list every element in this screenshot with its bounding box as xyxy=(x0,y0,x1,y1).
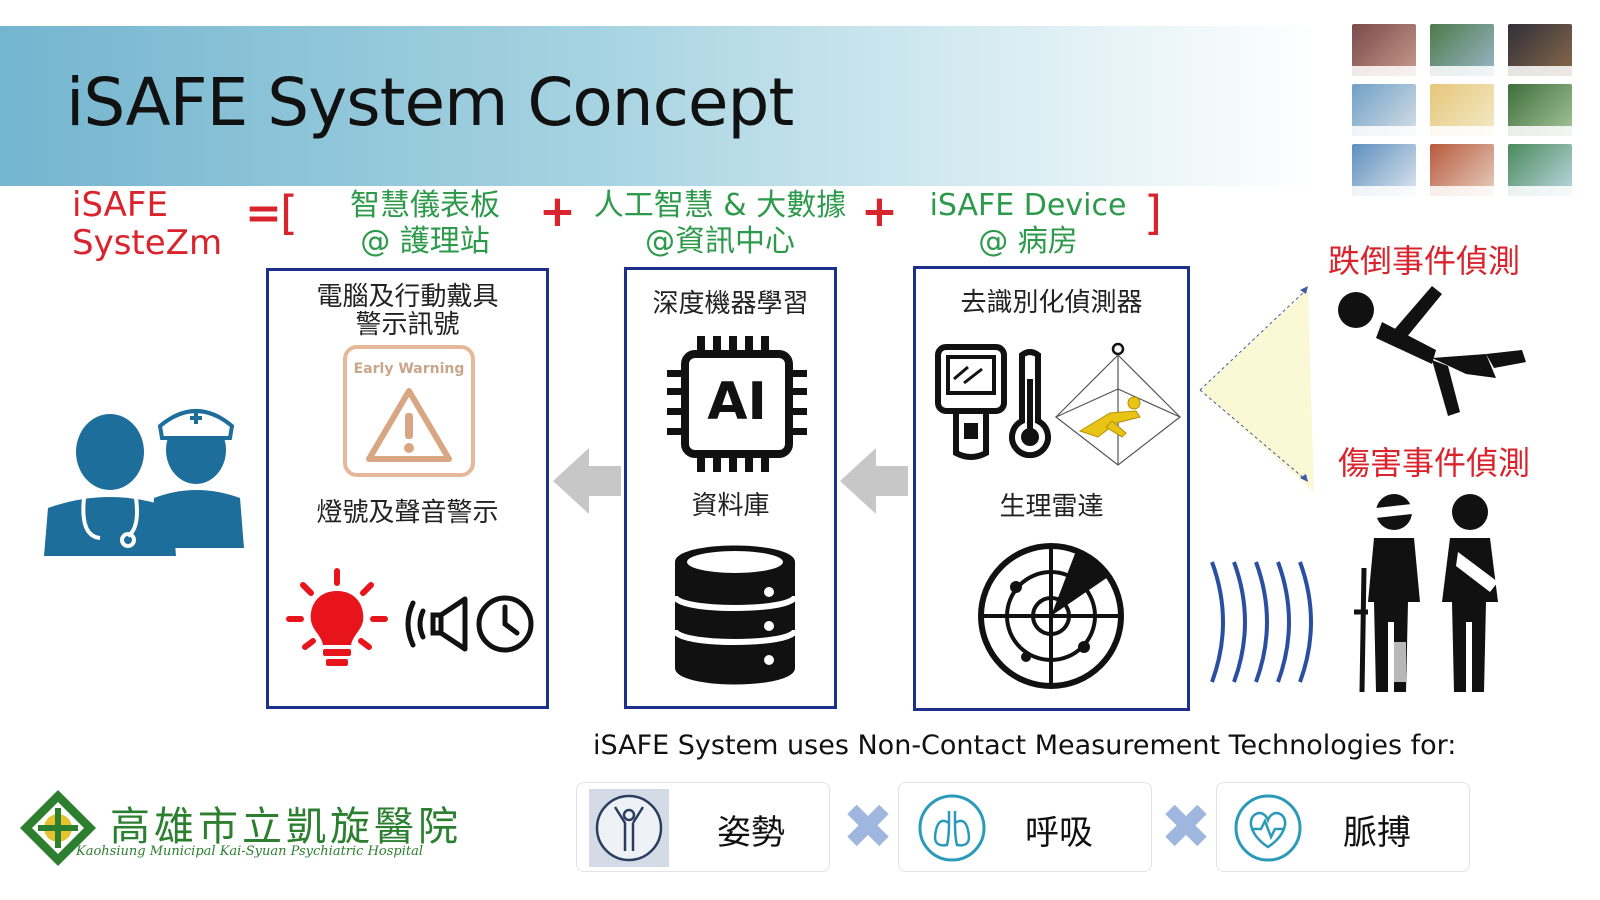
medical-staff-icon xyxy=(44,409,244,556)
lungs-icon xyxy=(918,794,986,862)
measurement-card-posture: 姿勢 xyxy=(576,782,830,872)
radar-icon xyxy=(978,543,1124,689)
heart-pulse-icon xyxy=(1234,794,1302,862)
equals-sign: = xyxy=(245,188,282,239)
measurement-card-breathing: 呼吸 xyxy=(898,782,1152,872)
component-isafe-device: iSAFE Device @ 病房 xyxy=(928,188,1128,260)
posture-icon xyxy=(589,789,669,867)
hospital-photo xyxy=(1508,144,1572,196)
siren-speaker-icon xyxy=(405,595,534,653)
hospital-photo-grid xyxy=(1352,24,1588,196)
hospital-photo xyxy=(1352,24,1416,76)
alarm-light-icon xyxy=(286,568,388,666)
close-bracket: ] xyxy=(1144,186,1162,240)
measurement-label: 脈搏 xyxy=(1343,813,1411,853)
equation-lhs: iSAFE SysteZm xyxy=(72,186,222,262)
database-icon xyxy=(672,545,798,685)
hospital-photo xyxy=(1430,84,1494,136)
fall-detection-label: 跌倒事件偵測 xyxy=(1328,242,1521,280)
multiply-icon: ✖ xyxy=(842,790,894,863)
warning-triangle-icon xyxy=(366,388,452,462)
panel-ai-bigdata: 深度機器學習 AI 資料庫 xyxy=(624,267,837,709)
radio-waves-icon xyxy=(1210,561,1313,683)
hospital-photo xyxy=(1352,144,1416,196)
title-banner xyxy=(0,26,1320,186)
lhs-line-2: SysteZm xyxy=(72,223,223,263)
hospital-logo-icon xyxy=(20,790,96,866)
component-line-2: @ 護理站 xyxy=(360,224,490,259)
hospital-photo xyxy=(1430,24,1494,76)
component-line-1: iSAFE Device xyxy=(929,188,1127,223)
flow-arrow-left xyxy=(840,448,908,514)
chip-pins-icon xyxy=(667,336,807,472)
early-warning-label: Early Warning xyxy=(353,361,465,377)
falling-person-icon xyxy=(1338,286,1526,416)
panel-subheading: 燈號及聲音警示 xyxy=(316,498,499,528)
plus-sign: + xyxy=(539,186,576,237)
thermal-camera-icon xyxy=(935,344,1007,460)
injury-detection-label: 傷害事件偵測 xyxy=(1338,444,1531,482)
panel-subheading: 資料庫 xyxy=(691,491,770,521)
ai-chip-label: AI xyxy=(707,372,767,432)
panel-heading: 深度機器學習 xyxy=(652,289,809,319)
hospital-photo xyxy=(1352,84,1416,136)
open-bracket: [ xyxy=(280,186,298,240)
measurement-label: 姿勢 xyxy=(717,813,785,853)
panel-isafe-device: 去識別化偵測器 生理雷達 xyxy=(913,266,1190,711)
ai-chip-icon: AI xyxy=(667,336,807,472)
flow-arrow-left xyxy=(553,448,621,514)
injured-people-icon xyxy=(1354,494,1498,693)
measurement-card-pulse: 脈搏 xyxy=(1216,782,1470,872)
page-title: iSAFE System Concept xyxy=(66,64,794,141)
measurement-label: 呼吸 xyxy=(1025,813,1093,853)
early-warning-badge: Early Warning xyxy=(343,345,475,477)
lhs-line-1: iSAFE xyxy=(72,185,168,225)
panel-heading: 電腦及行動戴具 警示訊號 xyxy=(269,281,546,341)
panel-heading-line-1: 電腦及行動戴具 xyxy=(316,282,499,312)
panel-subheading: 生理雷達 xyxy=(999,492,1104,522)
sensing-field-cone xyxy=(1199,286,1314,492)
panel-heading: 去識別化偵測器 xyxy=(960,288,1143,318)
fall-detection-cone-icon xyxy=(1054,342,1182,466)
multiply-icon: ✖ xyxy=(1160,790,1212,863)
component-dashboard: 智慧儀表板 @ 護理站 xyxy=(330,188,520,260)
component-line-2: @資訊中心 xyxy=(645,224,795,259)
panel-heading-line-2: 警示訊號 xyxy=(355,310,460,340)
technology-caption: iSAFE System uses Non-Contact Measuremen… xyxy=(593,730,1457,761)
hospital-name-en: Kaohsiung Municipal Kai-Syuan Psychiatri… xyxy=(76,844,424,859)
hospital-photo xyxy=(1508,24,1572,76)
component-line-1: 智慧儀表板 xyxy=(350,188,500,223)
component-ai-bigdata: 人工智慧 & 大數據 @資訊中心 xyxy=(586,188,854,260)
component-line-1: 人工智慧 & 大數據 xyxy=(593,188,847,223)
plus-sign: + xyxy=(861,186,898,237)
hospital-name-cn: 高雄市立凱旋醫院 xyxy=(110,804,462,850)
panel-dashboard: 電腦及行動戴具 警示訊號 Early Warning 燈號及聲音警示 xyxy=(266,268,549,709)
thermometer-icon xyxy=(1009,349,1051,459)
component-line-2: @ 病房 xyxy=(978,224,1078,259)
hospital-photo xyxy=(1430,144,1494,196)
hospital-photo xyxy=(1508,84,1572,136)
